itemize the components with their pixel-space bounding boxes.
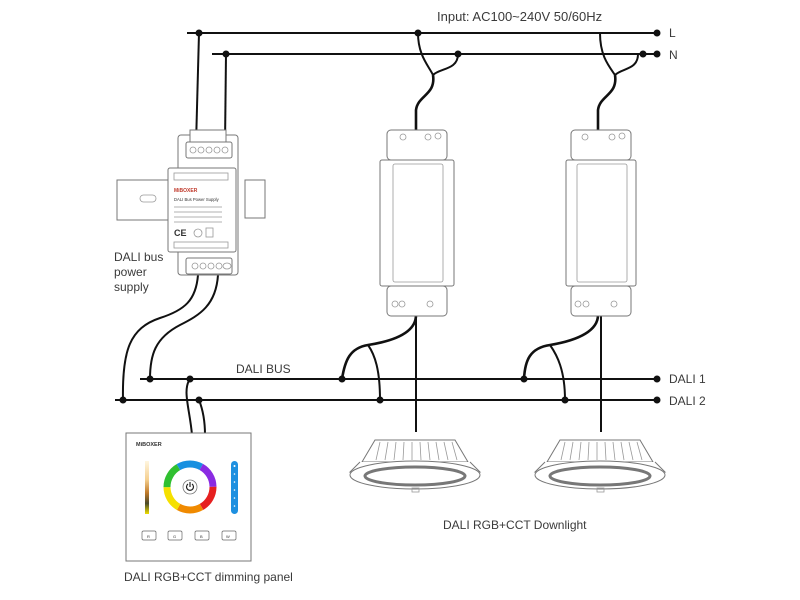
- line-L-label: L: [669, 26, 676, 40]
- terminal-L: [653, 29, 661, 37]
- top-terminal-block: [189, 146, 229, 154]
- dali-bus-lines: DALI BUS DALI 1 DALI 2: [115, 362, 706, 408]
- driver-2-wiring: [520, 32, 647, 432]
- panel-label: DALI RGB+CCT dimming panel: [124, 570, 293, 584]
- color-wheel-segments: [163, 460, 217, 514]
- psu-title: DALI Bus Power Supply: [174, 197, 220, 202]
- psu-label-line-2: power: [114, 265, 147, 279]
- input-label: Input: AC100~240V 50/60Hz: [437, 9, 602, 24]
- psu-brand: MiBOXER: [174, 188, 198, 194]
- button-r-label: R: [147, 534, 150, 539]
- button-b-label: B: [200, 534, 203, 539]
- downlight-label: DALI RGB+CCT Downlight: [443, 518, 587, 532]
- line-N-label: N: [669, 48, 678, 62]
- dimming-panel: MiBOXER R G B W: [125, 432, 252, 562]
- button-r[interactable]: [141, 530, 157, 541]
- panel-buttons: R G B W: [141, 530, 237, 541]
- terminal-dali-2: [653, 396, 661, 404]
- led-driver-2: [565, 129, 637, 317]
- button-w-label: W: [226, 534, 230, 539]
- terminal-dali-1: [653, 375, 661, 383]
- cct-slider: [145, 461, 149, 514]
- bottom-terminal-block: [191, 262, 232, 270]
- terminal-N: [653, 50, 661, 58]
- button-w[interactable]: [221, 530, 237, 541]
- panel-brand: MiBOXER: [136, 442, 162, 448]
- power-icon: [185, 482, 195, 491]
- ce-mark: CE: [174, 228, 187, 238]
- mains-lines: Input: AC100~240V 50/60Hz L N: [187, 9, 678, 62]
- button-g[interactable]: [167, 530, 183, 541]
- downlight-1: [348, 439, 482, 493]
- panel-wiring: [185, 375, 206, 436]
- downlight-2: [533, 439, 667, 493]
- power-supply-wiring: [119, 29, 230, 404]
- psu-label-line-1: DALI bus: [114, 250, 163, 264]
- led-driver-1: [379, 129, 455, 317]
- dali-bus-label: DALI BUS: [236, 362, 291, 376]
- button-b[interactable]: [194, 530, 210, 541]
- driver-1-wiring: [338, 29, 462, 432]
- dali-1-label: DALI 1: [669, 372, 706, 386]
- psu-label-line-3: supply: [114, 280, 149, 294]
- button-g-label: G: [173, 534, 176, 539]
- brightness-slider[interactable]: [231, 461, 238, 514]
- dali-2-label: DALI 2: [669, 394, 706, 408]
- dali-bus-power-supply: MiBOXER DALI Bus Power Supply CE DALI bu…: [114, 129, 266, 294]
